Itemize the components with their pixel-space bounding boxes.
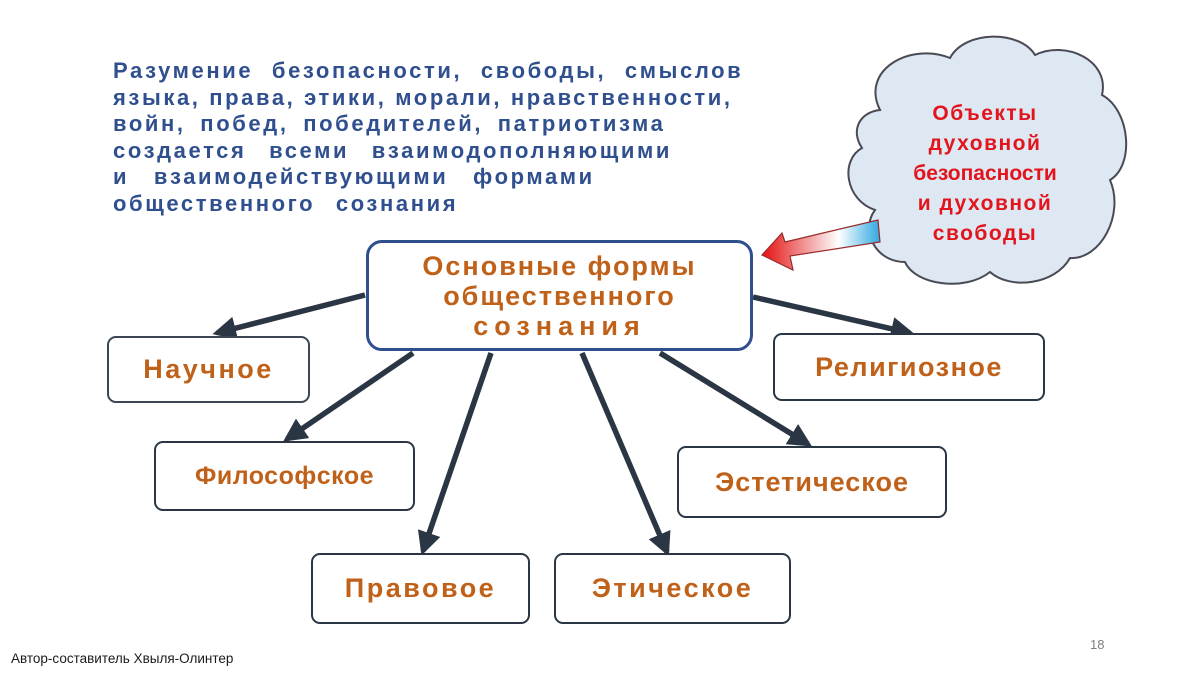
center-line: общественного xyxy=(443,280,676,311)
box-legal: Правовое xyxy=(311,553,530,624)
center-line: Основные формы xyxy=(422,250,697,281)
intro-line: создается всеми взаимодополняющими xyxy=(113,137,673,163)
cloud-arrow xyxy=(761,219,881,272)
box-aesthetic-label: Эстетическое xyxy=(715,466,909,497)
cloud-line: безопасности xyxy=(913,162,1057,185)
center-line: сознания xyxy=(473,310,646,341)
arrow-to-religious xyxy=(752,294,915,341)
box-religious: Религиозное xyxy=(773,333,1045,401)
box-scientific: Научное xyxy=(107,336,310,403)
cloud-line: духовной xyxy=(928,132,1042,155)
center-box: Основные формы общественного сознания xyxy=(366,240,753,351)
arrow-to-legal xyxy=(417,352,494,556)
author-credit: Автор-составитель Хвыля-Олинтер xyxy=(11,651,234,666)
cloud-shape xyxy=(847,35,1128,285)
intro-line: Разумение безопасности, свободы, смыслов xyxy=(113,58,744,83)
arrow-to-aesthetic xyxy=(658,350,813,447)
intro-text: Разумение безопасности, свободы, смыслов… xyxy=(113,58,813,217)
cloud-label: Объекты духовной безопасности и духовной… xyxy=(890,99,1080,249)
page-number: 18 xyxy=(1090,637,1105,652)
box-legal-label: Правовое xyxy=(344,573,497,603)
box-ethical-label: Этическое xyxy=(591,573,754,603)
cloud-line: и духовной xyxy=(917,192,1053,215)
box-scientific-label: Научное xyxy=(143,354,274,384)
box-philosophical-label: Философское xyxy=(194,461,374,490)
arrow-to-philosophical xyxy=(283,350,415,442)
intro-line: и взаимодействующими формами xyxy=(113,164,595,189)
cloud-line: свободы xyxy=(932,222,1038,245)
box-religious-label: Религиозное xyxy=(815,351,1003,382)
box-aesthetic: Эстетическое xyxy=(677,446,947,518)
arrow-to-scientific xyxy=(212,292,366,340)
box-ethical: Этическое xyxy=(554,553,791,624)
intro-line: общественного сознания xyxy=(113,190,459,216)
arrow-to-ethical xyxy=(579,351,671,557)
intro-line: войн, побед, победителей, патриотизма xyxy=(113,111,666,136)
cloud-line: Объекты xyxy=(932,102,1038,125)
intro-line: языка, права, этики, морали, нравственно… xyxy=(113,84,733,110)
box-philosophical: Философское xyxy=(154,441,415,511)
